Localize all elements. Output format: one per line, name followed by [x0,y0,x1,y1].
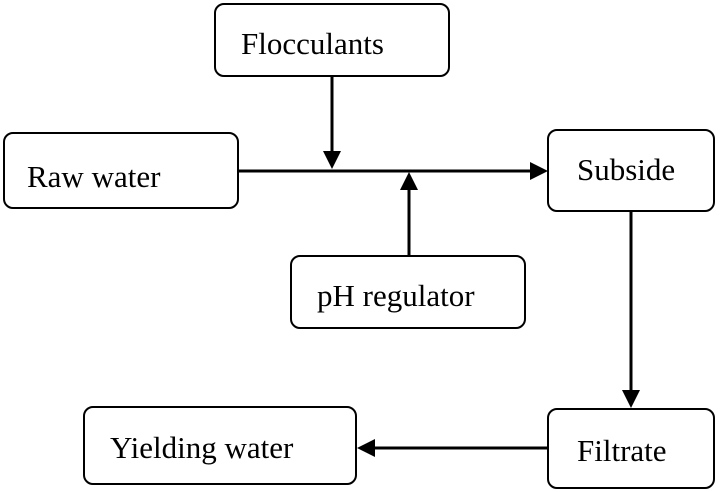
node-label-ph-regulator: pH regulator [317,278,475,313]
node-label-yielding-water: Yielding water [110,430,294,465]
arrow-head [323,151,341,169]
node-box [83,406,357,485]
node-filtrate: Filtrate [547,408,715,489]
node-raw-water: Raw water [3,132,239,209]
node-label-subside: Subside [577,152,675,187]
edge-raw-water-to-subside [238,162,548,180]
arrow-head [400,172,418,190]
arrow-head [530,162,548,180]
node-ph-regulator: pH regulator [290,255,526,329]
edge-ph-regulator-to-flow [400,172,418,256]
node-flocculants: Flocculants [214,3,450,77]
node-label-raw-water: Raw water [27,159,161,194]
arrow-head [622,390,640,408]
edge-flocculants-to-flow [323,76,341,169]
node-yielding-water: Yielding water [83,406,357,485]
node-label-filtrate: Filtrate [577,433,667,468]
arrow-head [357,439,375,457]
node-subside: Subside [547,129,715,212]
edge-filtrate-to-yielding-water [357,439,548,457]
node-label-flocculants: Flocculants [241,26,384,61]
edge-subside-to-filtrate [622,211,640,408]
